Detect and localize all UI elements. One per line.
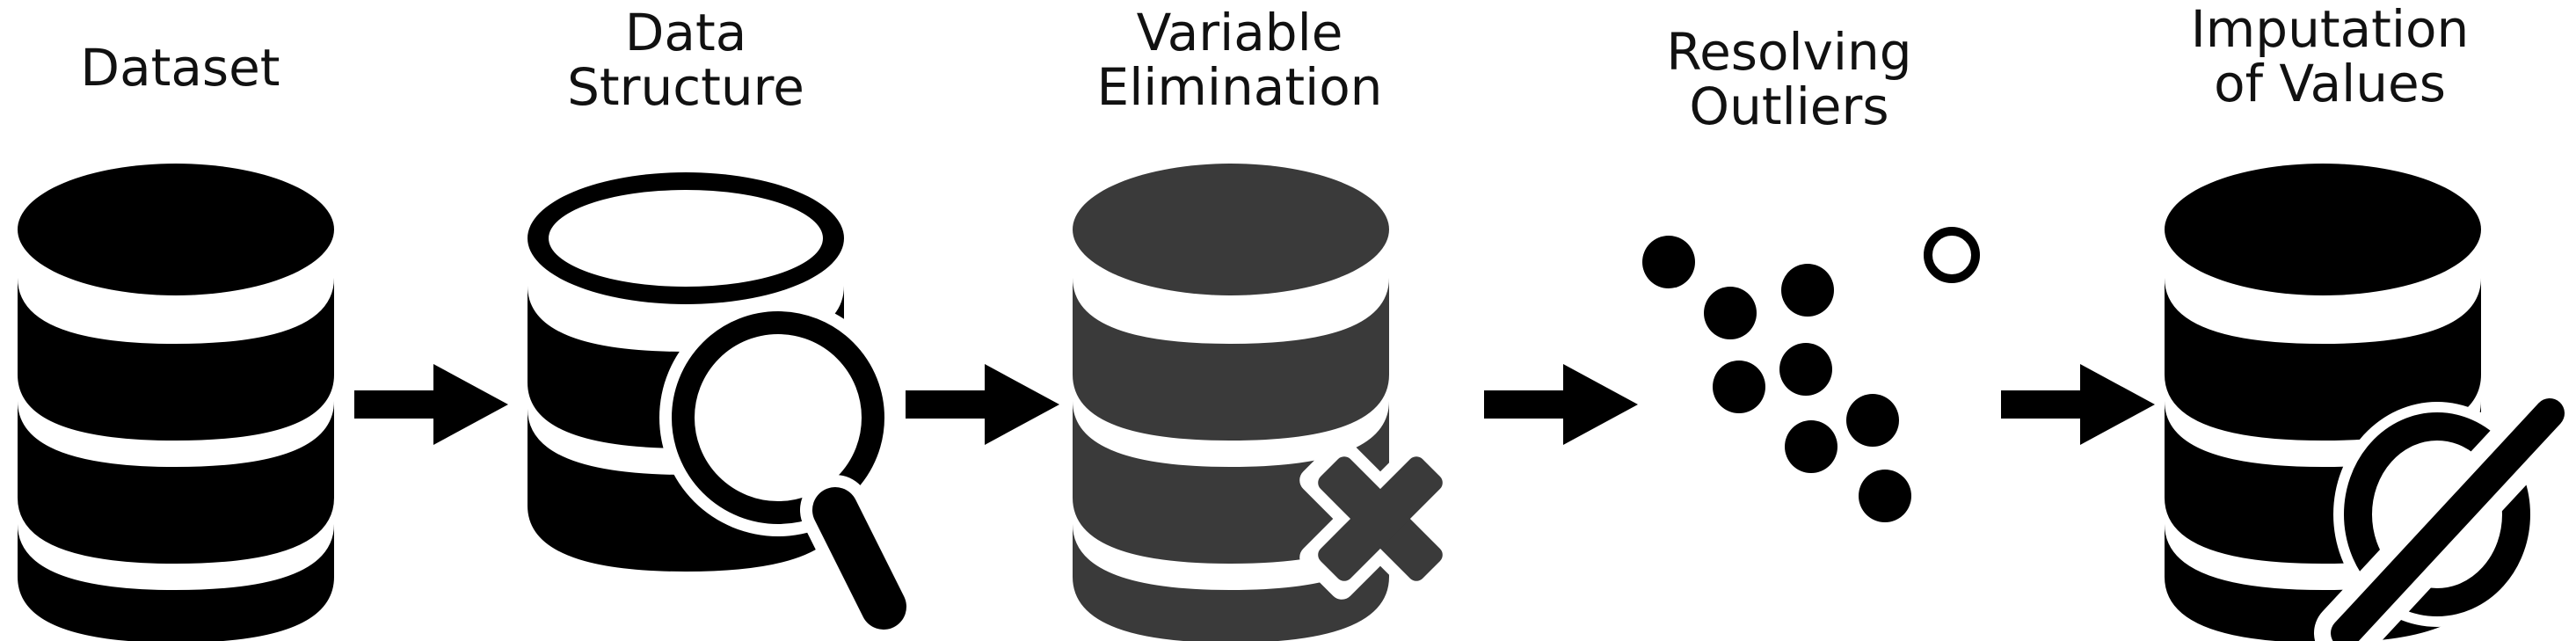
step-label-imputation: Imputation of Values (2145, 2, 2514, 111)
database-null-icon (2165, 164, 2576, 641)
database-magnifier-icon (528, 172, 919, 641)
arrow-right-icon (906, 364, 1059, 445)
step-label-variable-elimination: Variable Elimination (1046, 5, 1433, 114)
step-label-structure: Data Structure (519, 5, 853, 114)
step-label-line: Imputation (2190, 0, 2470, 59)
step-label-line: Elimination (1096, 57, 1383, 117)
arrow-right-icon (354, 364, 508, 445)
scatter-outlier-icon (1642, 227, 1980, 522)
step-label-dataset: Dataset (26, 40, 334, 95)
step-label-outliers: Resolving Outliers (1609, 25, 1969, 134)
database-icon (18, 164, 334, 641)
step-label-line: of Values (2214, 54, 2446, 113)
step-label-line: Outliers (1689, 76, 1889, 136)
database-remove-icon (1073, 164, 1461, 641)
step-label-line: Resolving (1666, 22, 1912, 82)
step-label-line: Dataset (80, 38, 280, 98)
arrow-right-icon (2001, 364, 2155, 445)
step-label-line: Data (624, 3, 747, 62)
step-label-line: Variable (1136, 3, 1343, 62)
step-label-line: Structure (567, 57, 804, 117)
arrow-right-icon (1484, 364, 1638, 445)
